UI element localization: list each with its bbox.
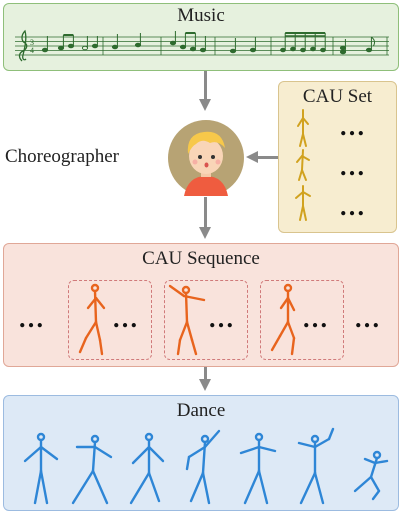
cau-figure-1-icon (78, 283, 106, 356)
cau-set-ellipsis: … (339, 112, 367, 141)
arrow-head (199, 379, 211, 391)
cau-figure-2-icon (168, 284, 206, 356)
svg-text:4: 4 (30, 46, 34, 55)
sequence-ellipsis: … (208, 304, 236, 333)
cau-slot-2 (164, 280, 248, 360)
arrow-head (199, 99, 211, 111)
cau-figure-3-icon (270, 283, 296, 356)
sequence-ellipsis: … (354, 304, 382, 333)
cau-set-title: CAU Set (302, 86, 373, 107)
dance-box: Dance (3, 395, 399, 511)
choreographer-label: Choreographer (5, 146, 119, 167)
sequence-ellipsis: … (18, 304, 46, 333)
arrow-head (199, 227, 211, 239)
music-title: Music (177, 5, 225, 26)
cau-set-figures-icon (295, 109, 311, 221)
music-box: Music 3 4 (3, 3, 399, 71)
music-staff-icon: 3 4 (15, 29, 389, 62)
cau-set-ellipsis: … (339, 192, 367, 221)
cau-sequence-title: CAU Sequence (142, 248, 260, 269)
cau-set-ellipsis: … (339, 152, 367, 181)
cau-slot-1 (68, 280, 152, 360)
dance-figures-icon (23, 427, 389, 505)
sequence-ellipsis: … (112, 304, 140, 333)
svg-text:3: 3 (30, 38, 34, 47)
arrow-music-to-choreographer (204, 71, 207, 99)
cau-sequence-box: CAU Sequence … … … (3, 243, 399, 367)
dance-title: Dance (176, 400, 226, 421)
arrow-sequence-to-dance (204, 367, 207, 381)
arrow-choreographer-to-sequence (204, 197, 207, 227)
choreographer-avatar-icon (168, 120, 244, 196)
arrow-head (246, 151, 258, 163)
cau-slot-3 (260, 280, 344, 360)
sequence-ellipsis: … (302, 304, 330, 333)
arrow-causet-to-choreographer (258, 156, 278, 159)
cau-set-box: CAU Set … … … (278, 81, 397, 233)
